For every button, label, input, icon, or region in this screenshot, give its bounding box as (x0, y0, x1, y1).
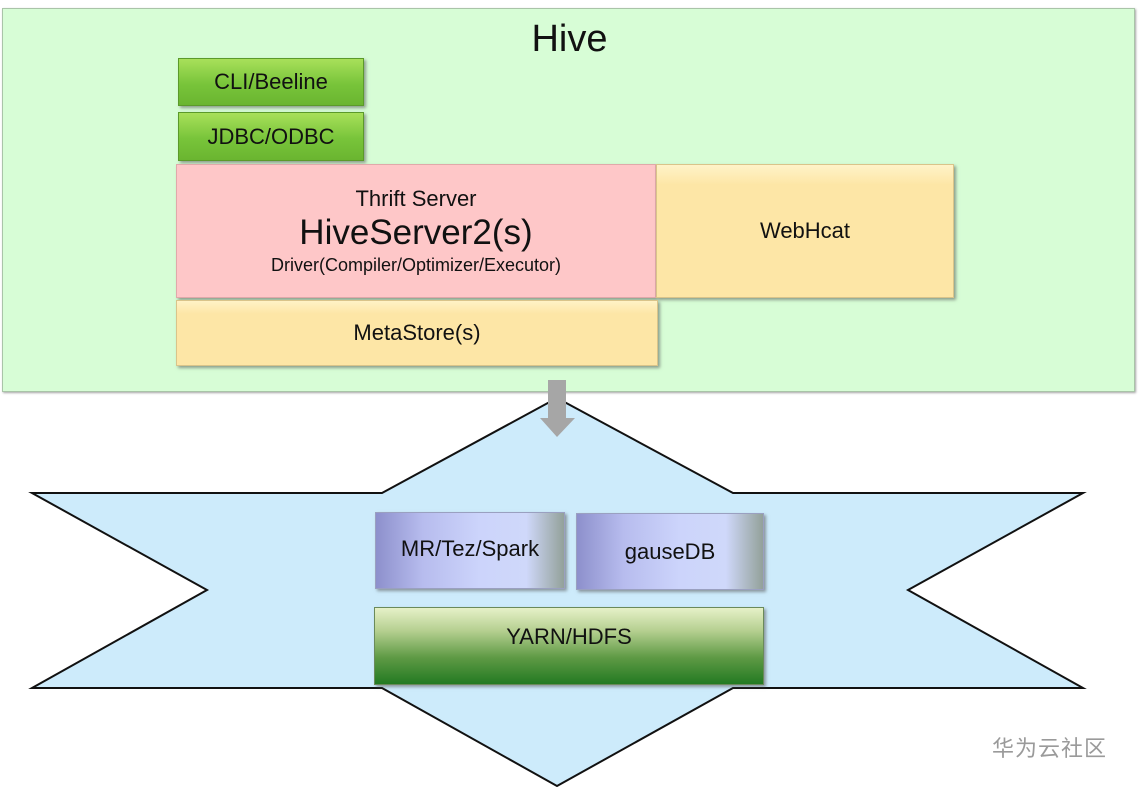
mr-tez-spark-label: MR/Tez/Spark (400, 535, 540, 561)
driver-label: Driver(Compiler/Optimizer/Executor) (270, 255, 562, 275)
gausedb-box: gauseDB (576, 513, 764, 590)
yarn-hdfs-label: YARN/HDFS (506, 624, 632, 649)
hiveserver2-box: Thrift Server HiveServer2(s) Driver(Comp… (176, 164, 656, 298)
jdbc-odbc-label: JDBC/ODBC (207, 123, 335, 149)
metastore-box: MetaStore(s) (176, 300, 658, 366)
jdbc-odbc-box: JDBC/ODBC (178, 112, 364, 161)
hiveserver2-label: HiveServer2(s) (299, 213, 533, 252)
yarn-hdfs-box: YARN/HDFS (374, 607, 764, 685)
down-arrow-icon (540, 380, 575, 437)
cli-beeline-box: CLI/Beeline (178, 58, 364, 106)
metastore-label: MetaStore(s) (353, 320, 481, 345)
cli-beeline-label: CLI/Beeline (214, 69, 328, 94)
watermark: 华为云社区 (992, 736, 1108, 761)
hive-title: Hive (531, 18, 608, 60)
thrift-server-label: Thrift Server (355, 186, 477, 211)
webhcat-label: WebHcat (759, 218, 851, 243)
star-polygon (28, 396, 1087, 787)
mr-tez-spark-box: MR/Tez/Spark (375, 512, 565, 589)
gausedb-label: gauseDB (624, 538, 716, 564)
webhcat-box: WebHcat (656, 164, 954, 298)
